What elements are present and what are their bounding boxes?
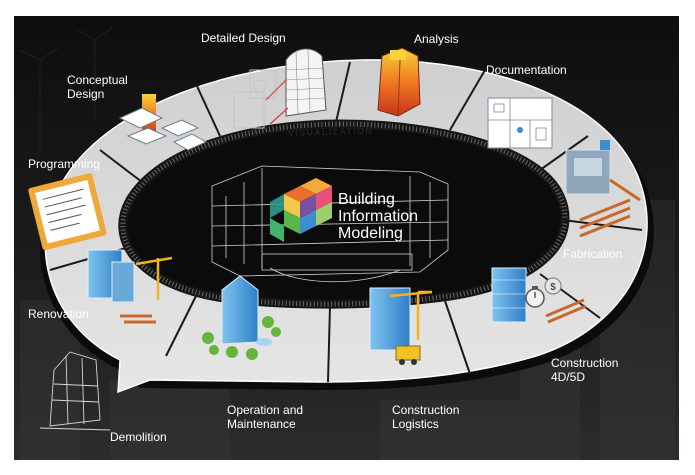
stage-label-line: Logistics bbox=[392, 417, 439, 431]
svg-text:$: $ bbox=[550, 282, 556, 293]
stage-label-line: Construction bbox=[551, 356, 619, 370]
renovation-icon bbox=[87, 249, 173, 324]
stage-label-detailed-design: Detailed Design bbox=[201, 31, 286, 45]
conceptual-model-icon bbox=[118, 94, 208, 151]
stage-label-line: Design bbox=[67, 87, 105, 101]
segment-dividers bbox=[49, 61, 643, 383]
stage-label-line: Construction bbox=[392, 403, 460, 417]
stage-label-documentation: Documentation bbox=[486, 63, 567, 77]
crane-icon bbox=[389, 290, 433, 340]
stage-label-analysis: Analysis bbox=[414, 32, 459, 46]
stopwatch-icon bbox=[525, 286, 545, 308]
bim-title-line: Building bbox=[338, 191, 395, 208]
floor-plan-icon bbox=[487, 97, 553, 149]
stage-label-renovation: Renovation bbox=[28, 307, 89, 321]
stage-label-construction-logistics: Construction Logistics bbox=[392, 403, 459, 431]
construction-logistics-icon bbox=[369, 287, 433, 365]
bim-title-line: Information bbox=[338, 208, 419, 225]
stage-label-demolition: Demolition bbox=[110, 430, 167, 444]
bim-title-line: Modeling bbox=[338, 225, 403, 242]
stage-label-conceptual-design: Conceptual Design bbox=[67, 73, 128, 101]
operation-maintenance-icon bbox=[202, 275, 281, 360]
money-icon: $ bbox=[544, 277, 562, 295]
stage-label-programming: Programming bbox=[28, 157, 101, 171]
stage-label-line: Maintenance bbox=[227, 417, 296, 431]
stage-label-operation-maintenance: Operation and Maintenance bbox=[227, 403, 303, 431]
document-checklist-icon bbox=[28, 173, 107, 251]
analysis-building-icon bbox=[377, 47, 421, 117]
detailed-design-building-icon bbox=[233, 48, 327, 129]
construction-4d5d-icon: $ bbox=[491, 267, 587, 324]
stage-label-construction-4d5d: Construction 4D/5D bbox=[551, 356, 618, 384]
bim-wireframe-building bbox=[211, 165, 449, 283]
tree-icon bbox=[202, 316, 281, 360]
stage-label-line: Operation and bbox=[227, 403, 304, 417]
demolition-icon bbox=[39, 351, 111, 431]
bim-title: Building Information Modeling bbox=[338, 191, 418, 242]
cube-logo-icon bbox=[270, 178, 332, 242]
stage-label-line: Conceptual bbox=[67, 73, 128, 87]
fabrication-machine-icon bbox=[565, 140, 641, 238]
stage-label-line: 4D/5D bbox=[551, 370, 586, 384]
stage-label-fabrication: Fabrication bbox=[563, 247, 623, 261]
